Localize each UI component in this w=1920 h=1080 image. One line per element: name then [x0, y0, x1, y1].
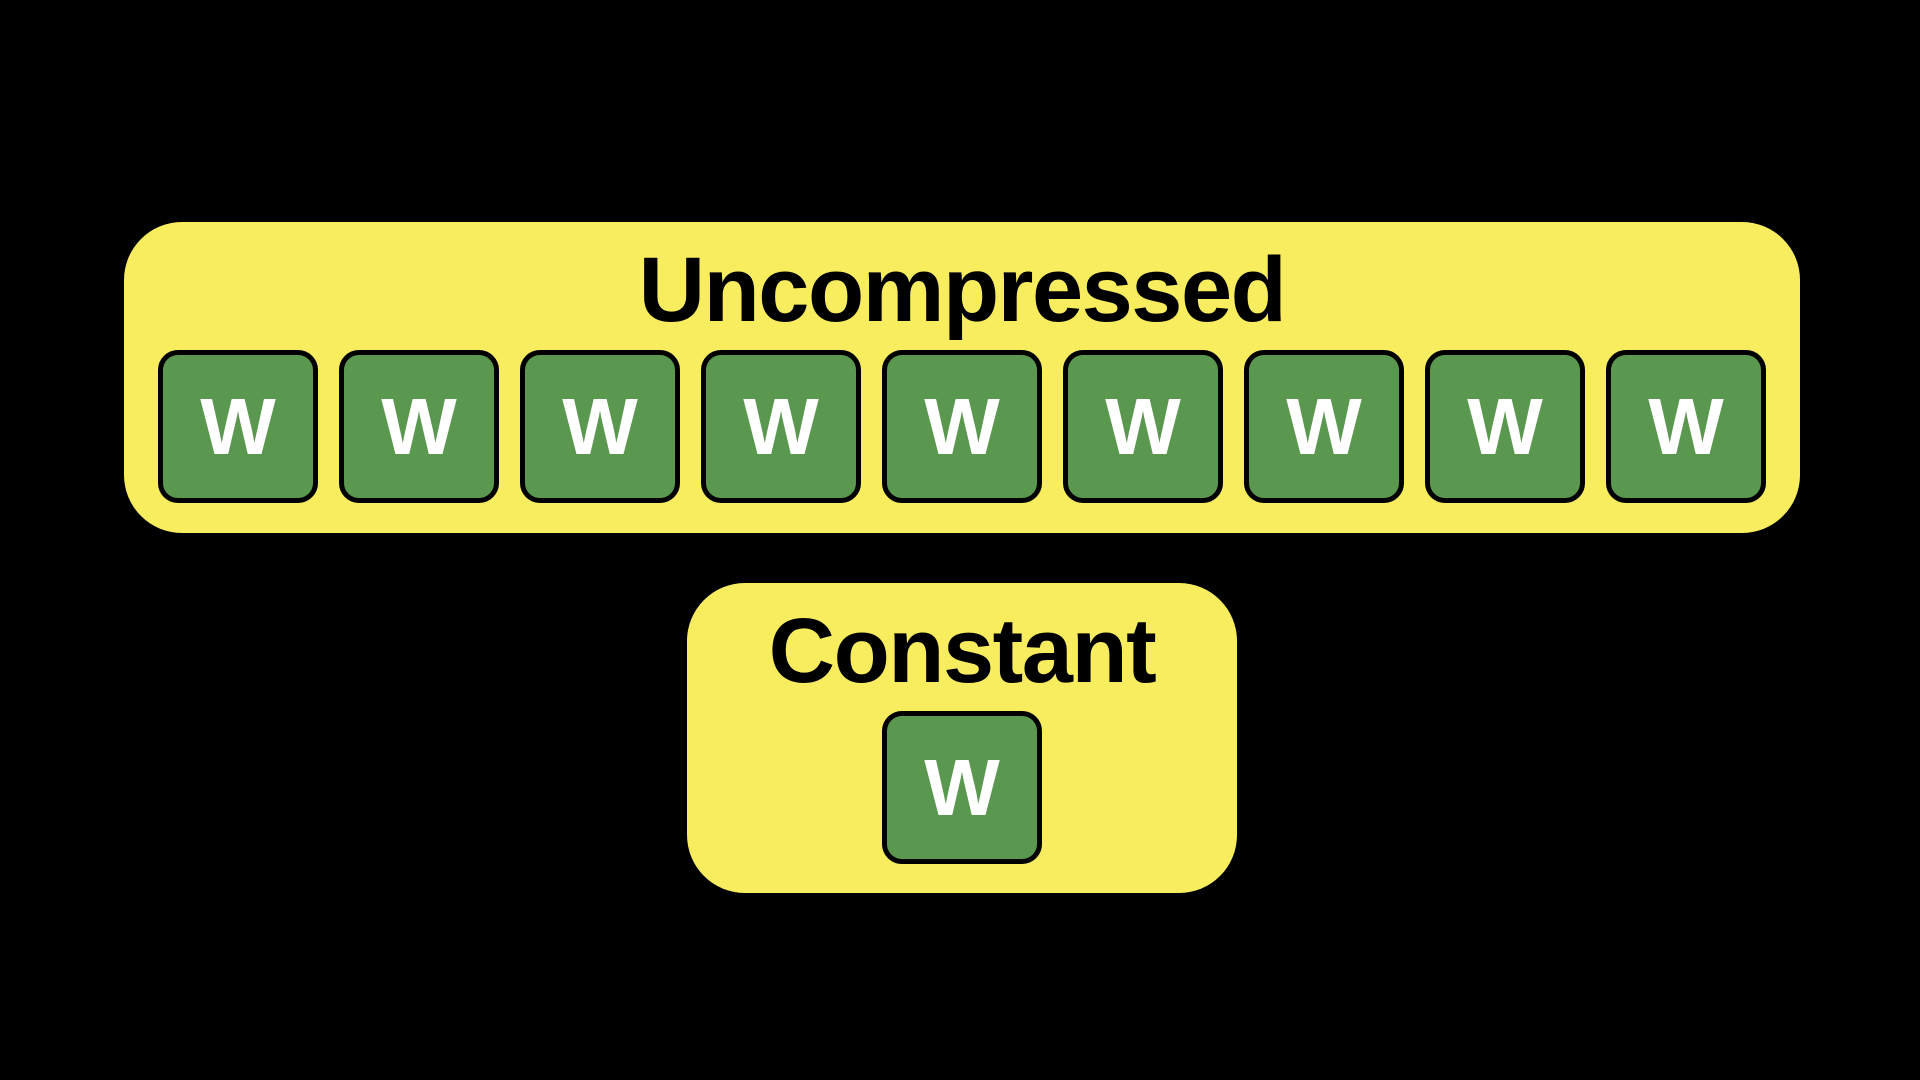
letter-cell: W — [1244, 350, 1404, 503]
letter-cell-label: W — [1467, 381, 1543, 471]
constant-panel: Constant W — [687, 583, 1237, 893]
letter-cell-label: W — [562, 381, 638, 471]
letter-cell-label: W — [1648, 381, 1724, 471]
letter-cell-label: W — [1105, 381, 1181, 471]
letter-cell-label: W — [1286, 381, 1362, 471]
constant-panel-title: Constant — [768, 600, 1157, 702]
letter-cell: W — [339, 350, 499, 503]
letter-cell-label: W — [743, 381, 819, 471]
letter-cell-label: W — [200, 381, 276, 471]
letter-cell: W — [520, 350, 680, 503]
letter-cell: W — [1425, 350, 1585, 503]
letter-cell: W — [701, 350, 861, 503]
letter-cell-label: W — [924, 381, 1000, 471]
letter-cell-label: W — [381, 381, 457, 471]
letter-cell: W — [1063, 350, 1223, 503]
constant-cell-row: W — [882, 711, 1042, 864]
letter-cell-label: W — [924, 742, 1000, 832]
letter-cell: W — [1606, 350, 1766, 503]
uncompressed-panel-title: Uncompressed — [638, 239, 1287, 341]
letter-cell: W — [158, 350, 318, 503]
letter-cell: W — [882, 711, 1042, 864]
letter-cell: W — [882, 350, 1042, 503]
uncompressed-cell-row: W W W W W W W W W — [158, 350, 1766, 503]
uncompressed-panel: Uncompressed W W W W W W W W W — [124, 222, 1800, 533]
